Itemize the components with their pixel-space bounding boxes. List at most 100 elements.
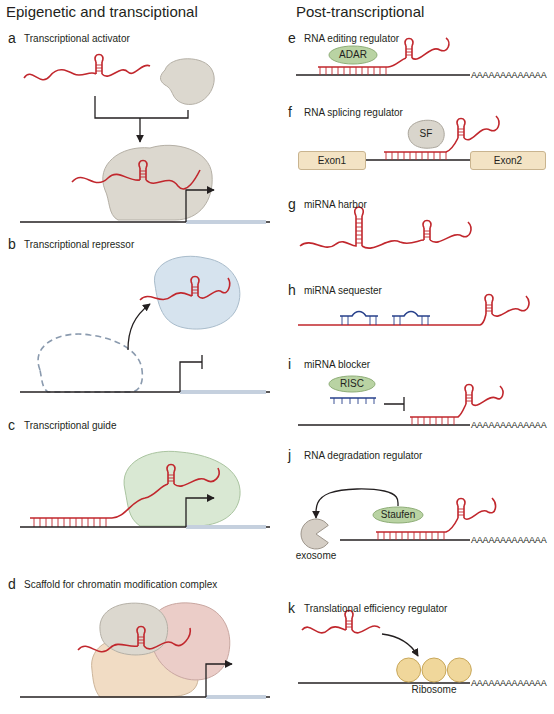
adar-oval: ADAR (328, 45, 378, 65)
exosome-symbol-outline (294, 518, 338, 550)
base-pairing (320, 67, 386, 75)
lncrna-strand (412, 38, 449, 59)
panel-letter: b (8, 236, 16, 252)
lncrna-strand (144, 628, 190, 649)
merge-arrow (139, 118, 140, 142)
mirna-pairing (394, 316, 428, 325)
protein-oval-shape (373, 507, 423, 523)
polya-tail: AAAAAAAAAAAAA (471, 535, 546, 545)
protein-complex (103, 145, 212, 220)
rna-hairpin (191, 277, 199, 297)
node-label: ADAR (339, 49, 367, 61)
gene-bar (186, 220, 266, 224)
lncrna-strand (30, 484, 168, 518)
node-label: RISC (340, 378, 364, 390)
merge-bracket (95, 96, 188, 118)
node-label: Exon2 (494, 155, 522, 167)
gene-bar (186, 525, 266, 529)
panel-title: miRNA sequester (304, 285, 382, 297)
column-heading: Epigenetic and transciptional (6, 3, 198, 20)
panel-title: RNA degradation regulator (304, 450, 422, 462)
lncrna-strand (430, 222, 471, 242)
rna-hairpin (95, 55, 103, 75)
ribosome-shape (422, 658, 446, 682)
node-label: Ribosome (411, 684, 456, 696)
panel-letter: g (288, 196, 296, 212)
rna-hairpin (405, 39, 413, 59)
base-pairing (412, 417, 454, 425)
lncrna-strand (464, 498, 495, 519)
repressed-promoter (180, 355, 202, 392)
ribosome-shape (397, 658, 421, 682)
panel-title: RNA editing regulator (304, 33, 399, 45)
lncrna-strand (302, 627, 346, 633)
mirna-seed (334, 398, 374, 404)
protein-blob (154, 256, 239, 329)
panel-title: Transcriptional guide (24, 420, 116, 432)
protein-oval-shape (329, 376, 375, 392)
polya-tail: AAAAAAAAAAAAA (471, 678, 546, 688)
lncrna-strand (362, 240, 424, 248)
base-pairing (378, 532, 444, 540)
release-arrow (128, 304, 150, 350)
risc-oval: RISC (328, 375, 376, 393)
lncrna-strand (102, 65, 150, 76)
rna-hairpin (465, 385, 473, 405)
lncrna-strand (78, 644, 138, 651)
intron-line (366, 159, 470, 161)
panel-title: miRNA harbor (304, 199, 367, 211)
mirna-strand (340, 312, 378, 317)
panel-letter: f (288, 104, 292, 120)
node-label: SF (420, 128, 433, 140)
panel-letter: e (288, 30, 296, 46)
mrna-line (298, 682, 470, 684)
mirna-strand (392, 312, 430, 317)
exon-box: Exon2 (470, 151, 546, 170)
panel-letter: c (8, 417, 15, 433)
panel-title: RNA splicing regulator (304, 107, 403, 119)
lncrna-strand (472, 386, 503, 405)
lncrna-strand (140, 293, 192, 300)
exosome-shape (301, 519, 328, 549)
protein-blob (160, 59, 214, 105)
lncrna-strand (410, 404, 466, 417)
polya-tail: AAAAAAAAAAAAA (471, 420, 546, 430)
rna-hairpin (167, 465, 175, 485)
lncrna-strand (146, 170, 200, 189)
base-pairing (386, 152, 446, 160)
mirna-hairpin-pairs (356, 219, 362, 243)
panel-letter: i (288, 356, 291, 372)
promoter-arrow (186, 190, 214, 222)
lncrna-strand (198, 278, 230, 298)
rna-hairpin (423, 221, 431, 241)
mrna-line (296, 74, 470, 76)
inhibition-bar (384, 397, 404, 411)
lncrna-strand (352, 626, 380, 633)
exosome-symbol: exosome (294, 518, 338, 564)
panel-title: Transcriptional activator (24, 33, 130, 45)
lncrna-strand (72, 174, 140, 182)
mrna-line (340, 539, 470, 541)
panel-title: miRNA blocker (304, 359, 370, 371)
protein-oval-shape (329, 46, 377, 64)
base-pairing (34, 518, 106, 527)
rna-hairpin (485, 295, 493, 315)
panel-letter: d (8, 576, 16, 592)
node-label: Exon1 (318, 155, 346, 167)
lncrna-strand (492, 296, 529, 316)
exon-box: Exon1 (298, 151, 366, 170)
enhance-arrow (382, 634, 418, 656)
polya-tail: AAAAAAAAAAAAA (471, 70, 546, 80)
protein-blob (124, 451, 240, 526)
rna-hairpin (457, 119, 465, 139)
rna-hairpin (139, 161, 147, 181)
splicing-factor-blob: SF (404, 118, 448, 150)
rna-hairpin (137, 627, 145, 647)
mirna-strand (330, 397, 376, 399)
promoter-arrow (206, 664, 232, 697)
gene-bar (206, 695, 266, 699)
node-label: Staufen (381, 509, 415, 521)
